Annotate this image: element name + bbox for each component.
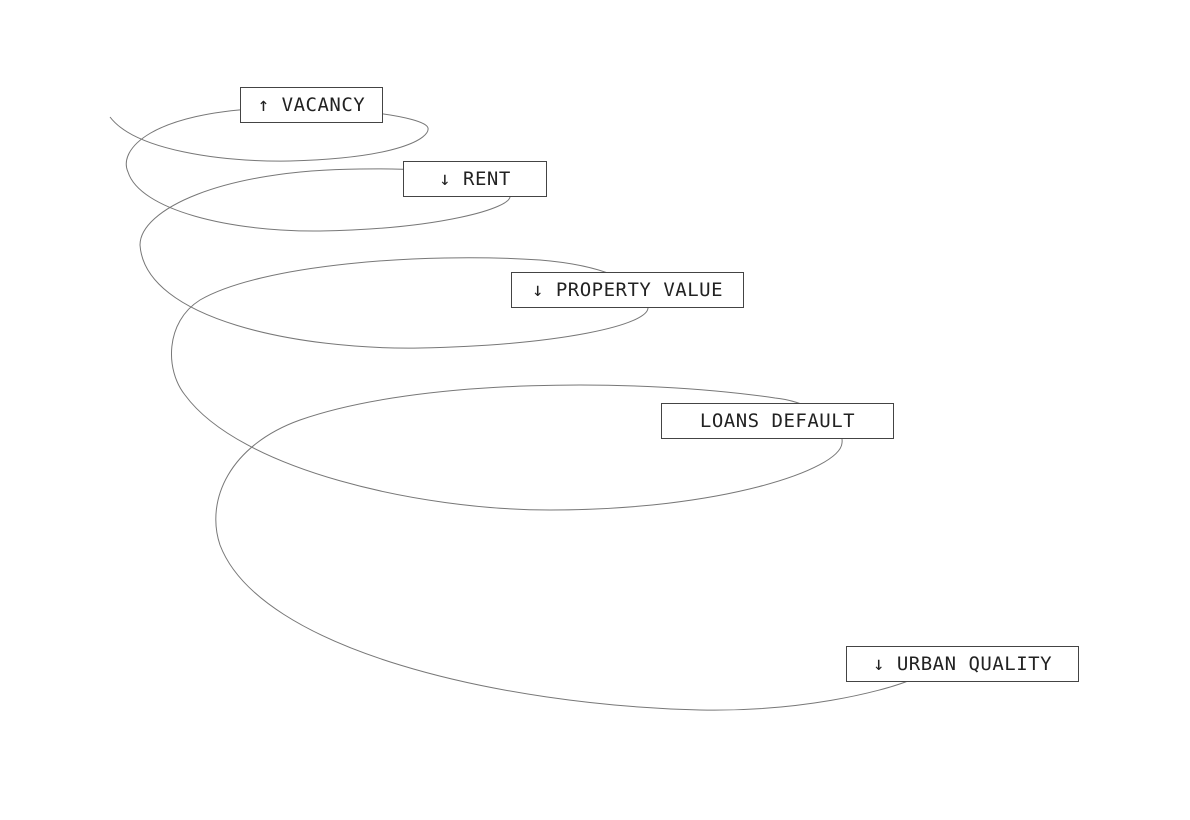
vacancy-label: ↑ VACANCY	[240, 87, 383, 123]
urban-quality-label: ↓ URBAN QUALITY	[846, 646, 1079, 682]
loans-default-label: LOANS DEFAULT	[661, 403, 894, 439]
rent-label: ↓ RENT	[403, 161, 547, 197]
property-value-label: ↓ PROPERTY VALUE	[511, 272, 744, 308]
spiral-path	[109, 107, 909, 711]
